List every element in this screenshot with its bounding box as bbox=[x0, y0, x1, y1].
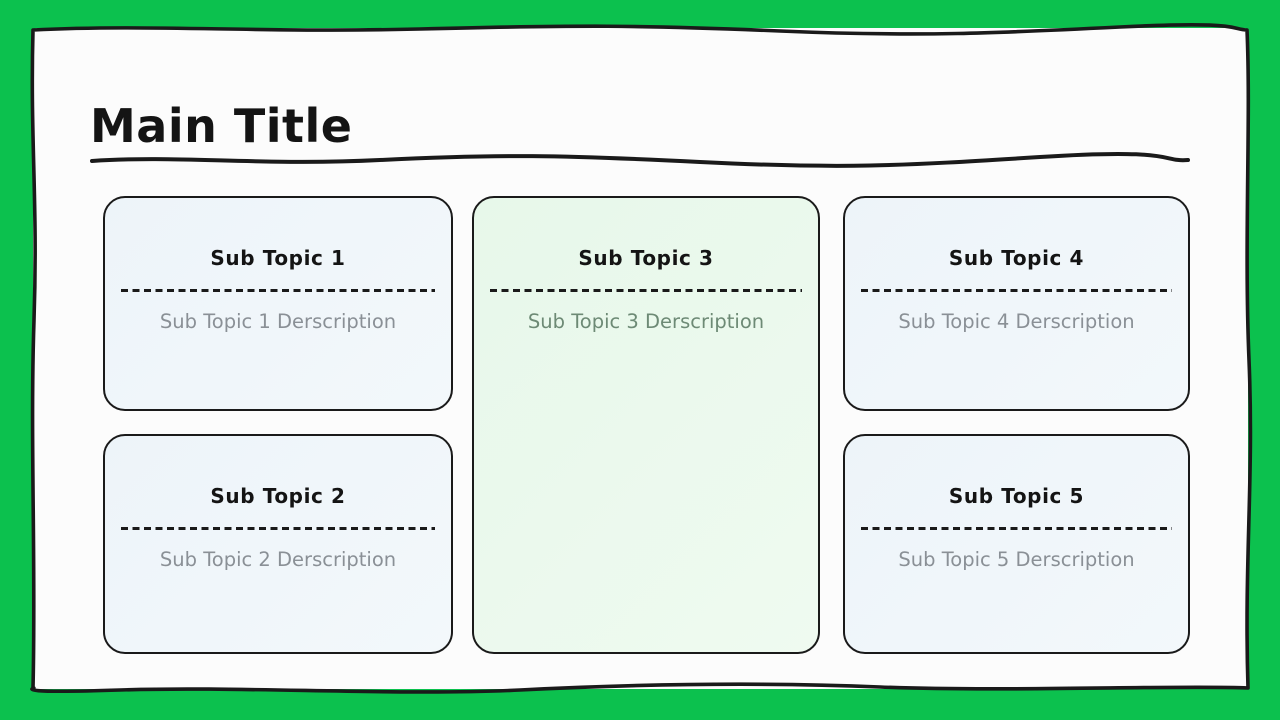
card-title: Sub Topic 1 bbox=[210, 246, 346, 270]
sub-topic-grid: Sub Topic 1 Sub Topic 1 Derscription Sub… bbox=[103, 196, 1190, 654]
dashed-divider bbox=[490, 289, 802, 292]
dashed-divider bbox=[121, 527, 435, 530]
left-column: Sub Topic 1 Sub Topic 1 Derscription Sub… bbox=[103, 196, 453, 654]
dashed-divider bbox=[861, 289, 1172, 292]
card-sub-topic-4: Sub Topic 4 Sub Topic 4 Derscription bbox=[843, 196, 1190, 411]
card-description: Sub Topic 1 Derscription bbox=[159, 310, 397, 333]
page-title: Main Title bbox=[90, 98, 353, 153]
card-title: Sub Topic 5 bbox=[948, 484, 1085, 508]
card-description: Sub Topic 5 Derscription bbox=[898, 548, 1135, 571]
dashed-divider bbox=[861, 527, 1172, 530]
dashed-divider bbox=[121, 289, 435, 292]
right-column: Sub Topic 4 Sub Topic 4 Derscription Sub… bbox=[843, 196, 1190, 654]
center-column: Sub Topic 3 Sub Topic 3 Derscription bbox=[472, 196, 820, 654]
card-title: Sub Topic 2 bbox=[210, 484, 346, 508]
card-description: Sub Topic 3 Derscription bbox=[527, 310, 765, 333]
card-sub-topic-5: Sub Topic 5 Sub Topic 5 Derscription bbox=[843, 434, 1190, 654]
card-description: Sub Topic 4 Derscription bbox=[898, 310, 1135, 333]
card-title: Sub Topic 3 bbox=[578, 246, 714, 270]
card-description: Sub Topic 2 Derscription bbox=[159, 548, 397, 571]
card-sub-topic-2: Sub Topic 2 Sub Topic 2 Derscription bbox=[103, 434, 453, 654]
card-sub-topic-1: Sub Topic 1 Sub Topic 1 Derscription bbox=[103, 196, 453, 411]
card-title: Sub Topic 4 bbox=[948, 246, 1085, 270]
card-sub-topic-3: Sub Topic 3 Sub Topic 3 Derscription bbox=[472, 196, 820, 654]
